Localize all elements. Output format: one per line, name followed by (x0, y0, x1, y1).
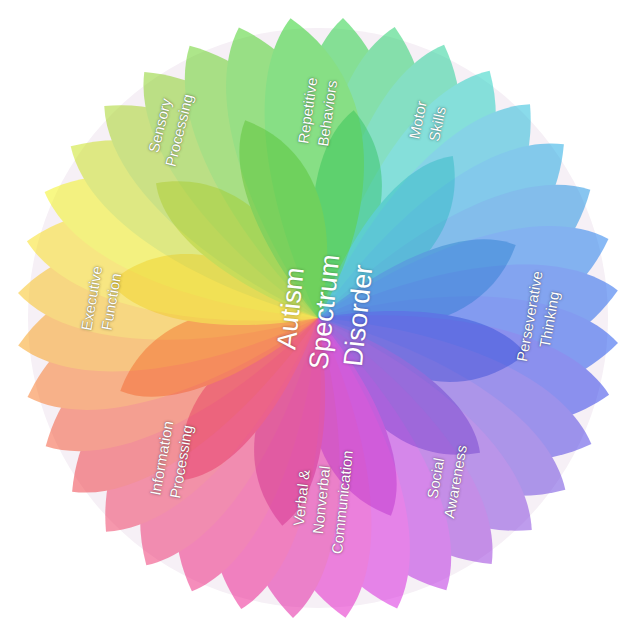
segment-label: Perseverative Thinking (511, 265, 568, 371)
segment-label: Social Awareness (420, 440, 473, 521)
segment-label: Repetitive Behaviors (292, 70, 343, 155)
wheel-ground (28, 28, 608, 608)
center-title: Autism Spectrum Disorder (268, 240, 383, 385)
segment-label: Information Processing (144, 412, 200, 508)
segment-label: Sensory Processing (141, 84, 200, 171)
segment-label: Executive Function (76, 261, 128, 339)
segment-label: Verbal & Nonverbal Communication (286, 442, 358, 558)
segment-label: Motor Skills (403, 92, 453, 151)
